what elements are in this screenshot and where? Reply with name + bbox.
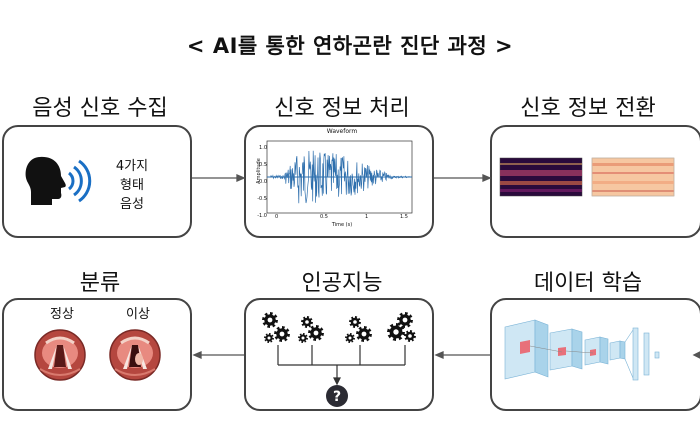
spectrogram-pair — [499, 157, 675, 197]
larynx-icon-normal — [34, 329, 86, 381]
xtick-1: 0 — [275, 214, 279, 220]
step-label-ai: 인공지능 — [301, 271, 383, 296]
step-label-voice-collection: 음성 신호 수집 — [32, 96, 168, 121]
larynx-icon-abnormal — [109, 329, 161, 381]
class-label-abnormal: 이상 — [126, 307, 150, 322]
ytick-1: 1.0 — [259, 145, 267, 151]
voice-note-line-3: 음성 — [120, 197, 144, 212]
class-label-normal: 정상 — [50, 307, 74, 322]
ytick-5: -1.0 — [257, 213, 267, 219]
waveform-xlabel: Time (s) — [331, 222, 353, 228]
ytick-4: -0.5 — [257, 196, 267, 202]
step-label-classification: 분류 — [79, 271, 121, 296]
step-label-data-learning: 데이터 학습 — [533, 271, 643, 296]
waveform-ylabel: Amplitude — [255, 158, 262, 184]
xtick-4: 1.5 — [400, 214, 408, 220]
cnn-diagram — [504, 319, 660, 381]
xtick-3: 1 — [365, 214, 369, 220]
gear-icons — [262, 312, 416, 343]
speaking-head-icon — [25, 156, 92, 205]
voice-note-line-2: 형태 — [120, 178, 144, 193]
voice-note-line-1: 4가지 — [115, 159, 149, 174]
ytick-3: 0.0 — [259, 179, 267, 185]
ai-tree-lines — [277, 345, 406, 386]
flow-arrows — [192, 174, 700, 359]
ytick-2: 0.5 — [259, 162, 267, 168]
waveform-line — [269, 150, 410, 204]
waveform-title: Waveform — [326, 128, 358, 135]
xtick-2: 0.5 — [320, 214, 328, 220]
waveform-plot — [266, 140, 413, 214]
step-label-signal-processing: 신호 정보 처리 — [274, 96, 410, 121]
step-label-signal-conversion: 신호 정보 전환 — [520, 96, 656, 121]
question-mark-icon: ? — [326, 385, 348, 407]
diagram-title: < AI를 통한 연하곤란 진단 과정 > — [186, 34, 514, 58]
svg-text:?: ? — [333, 389, 341, 405]
